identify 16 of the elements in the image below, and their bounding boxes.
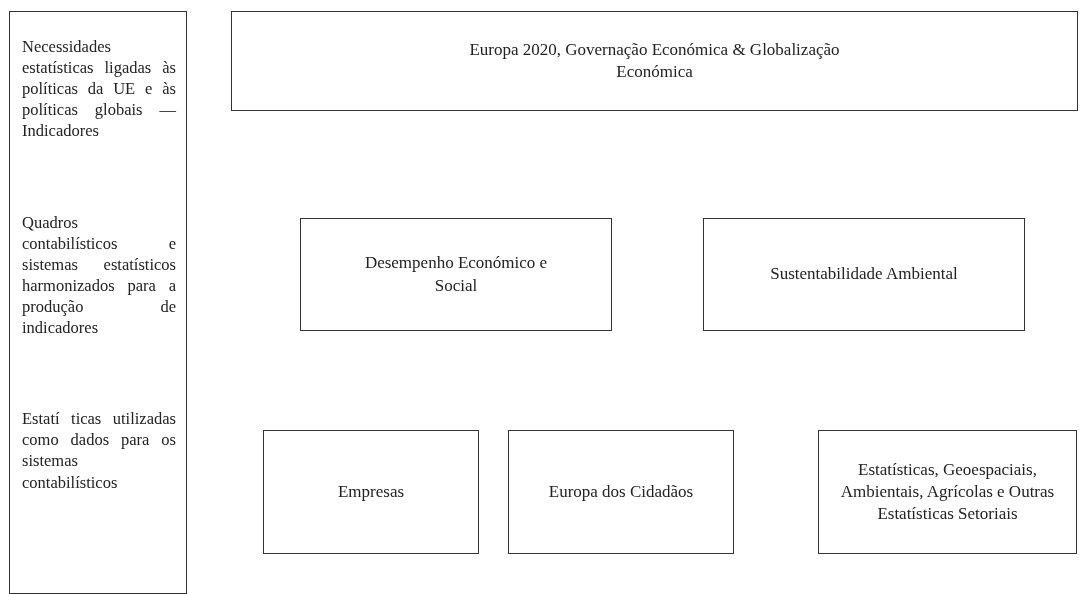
category-box — [703, 218, 1025, 331]
box-label: Sustentabilidade Ambiental — [770, 263, 958, 286]
category-box — [263, 430, 479, 554]
box-label: Europa 2020, Governação Económica & Globalização Económica — [468, 38, 841, 83]
category-box — [508, 430, 734, 554]
category-box — [300, 218, 612, 331]
box-label: Europa dos Cidadãos — [548, 480, 694, 503]
category-box — [818, 430, 1077, 554]
box-label: Empresas — [337, 480, 405, 503]
box-label: Desempenho Económico e Social — [363, 252, 549, 297]
category-box — [231, 11, 1078, 111]
box-label: Estatísticas, Geoespaciais, Ambientais, Agrícolas e Outras Estatísticas Setoriais — [839, 458, 1056, 526]
description-text: Estatí ticas utilizadas como dados para os sistemas contabilísticos — [22, 408, 176, 493]
description-text: Necessidades estatísticas ligadas às políticas da UE e às políticas globais — Indicadores — [22, 36, 176, 142]
side-panel — [9, 11, 187, 594]
description-text: Quadros contabilísticos e sistemas estatísticos harmonizados para a produção de indicadores — [22, 211, 176, 339]
